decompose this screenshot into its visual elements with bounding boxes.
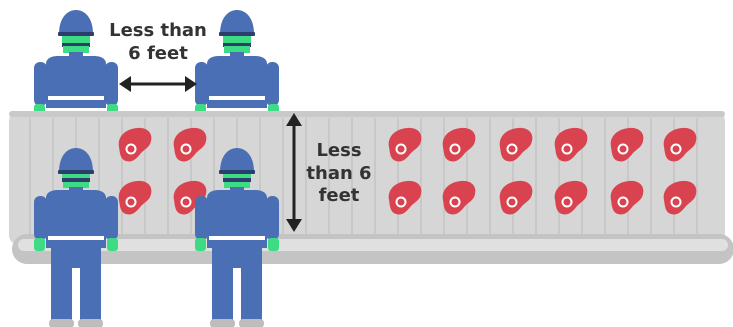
vertical-label-line-3: feet — [298, 185, 380, 208]
horizontal-label-line-1: Less than — [98, 20, 218, 43]
vertical-label-line-1: Less — [298, 140, 380, 163]
vertical-distance-label: Less than 6 feet — [298, 140, 380, 208]
horizontal-distance-arrow-icon — [119, 76, 197, 92]
horizontal-label-line-2: 6 feet — [98, 43, 218, 66]
vertical-label-line-2: than 6 — [298, 163, 380, 186]
horizontal-distance-label: Less than 6 feet — [98, 20, 218, 65]
